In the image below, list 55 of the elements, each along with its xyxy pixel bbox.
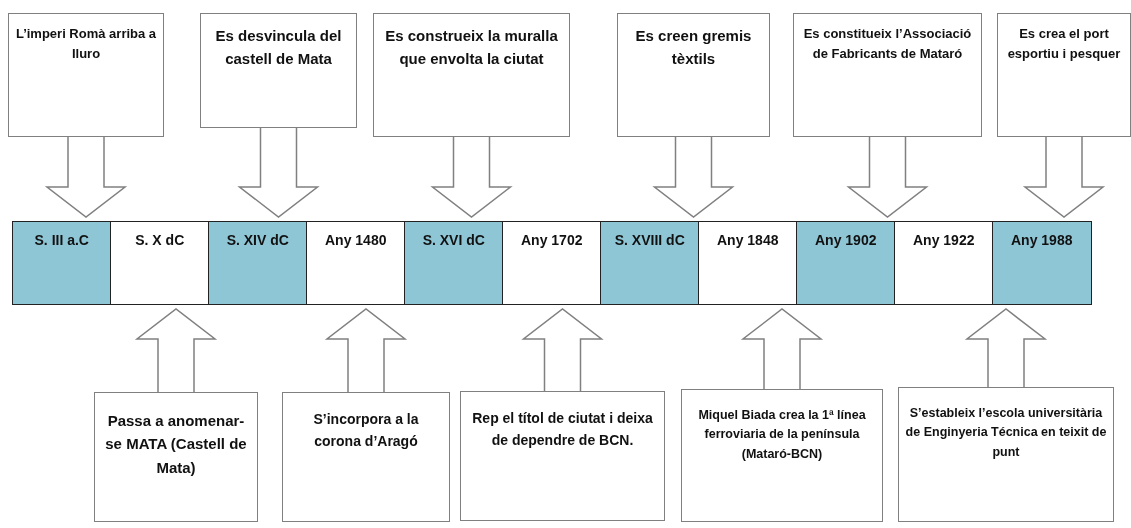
event-text: Es constitueix l’Associació de Fabricants de Mataró	[802, 25, 973, 64]
event-text: Es desvincula del castell de Mata	[214, 26, 343, 70]
block-arrow	[44, 136, 128, 218]
block-arrow	[134, 308, 218, 393]
callout-box	[8, 13, 164, 137]
event-text: Es creen gremis tèxtils	[634, 26, 753, 70]
timeline-cell	[110, 221, 210, 305]
event-text: Rep el títol de ciutat i deixa de dependre de BCN.	[471, 409, 654, 450]
date-label: Any 1848	[716, 231, 780, 250]
callout-box	[200, 13, 357, 128]
block-arrow	[237, 127, 320, 218]
timeline-cell	[894, 221, 994, 305]
block-arrow	[324, 308, 408, 393]
callout-box	[681, 389, 883, 522]
block-arrow	[964, 308, 1048, 388]
block-arrow	[430, 136, 513, 218]
callout-box	[373, 13, 570, 137]
event-text: Es construeix la muralla que envolta la ciutat	[384, 26, 559, 70]
date-label: S. XIV dC	[225, 231, 290, 250]
date-label: S. III a.C	[33, 231, 90, 250]
timeline-cell	[600, 221, 700, 305]
event-text: L’imperi Romà arriba a Iluro	[15, 25, 157, 64]
date-label: S. X dC	[134, 231, 186, 250]
timeline-cell	[796, 221, 896, 305]
block-arrow	[1022, 136, 1106, 218]
callout-box	[617, 13, 770, 137]
timeline-cell	[306, 221, 406, 305]
timeline-cell	[12, 221, 112, 305]
event-text: Miquel Biada crea la 1ª línea ferroviaria de la península (Mataró-BCN)	[697, 407, 867, 463]
block-arrow	[652, 136, 735, 218]
timeline-cell	[698, 221, 798, 305]
date-label: Any 1902	[814, 231, 878, 250]
event-text: S’incorpora a la corona d’Aragó	[312, 410, 420, 451]
date-label: Any 1922	[912, 231, 976, 250]
date-label: S. XVIII dC	[613, 231, 686, 250]
timeline-cell	[992, 221, 1092, 305]
event-text: Es crea el port esportiu i pesquer	[1006, 25, 1122, 64]
block-arrow	[521, 308, 604, 392]
callout-box	[898, 387, 1114, 522]
event-text: Passa a anomenar-se MATA (Castell de Mata)	[104, 411, 248, 478]
date-label: S. XVI dC	[421, 231, 486, 250]
date-label: Any 1988	[1010, 231, 1074, 250]
block-arrow	[846, 136, 929, 218]
callout-box	[460, 391, 665, 521]
date-label: Any 1702	[520, 231, 584, 250]
block-arrow	[740, 308, 824, 390]
callout-box	[282, 392, 450, 522]
timeline-cell	[404, 221, 504, 305]
timeline-cell	[502, 221, 602, 305]
timeline-cell	[208, 221, 308, 305]
callout-box	[793, 13, 982, 137]
event-text: S’estableix l’escola universitària de Enginyeria Técnica en teixit de punt	[905, 405, 1107, 461]
date-label: Any 1480	[324, 231, 388, 250]
callout-box	[94, 392, 258, 522]
callout-box	[997, 13, 1131, 137]
